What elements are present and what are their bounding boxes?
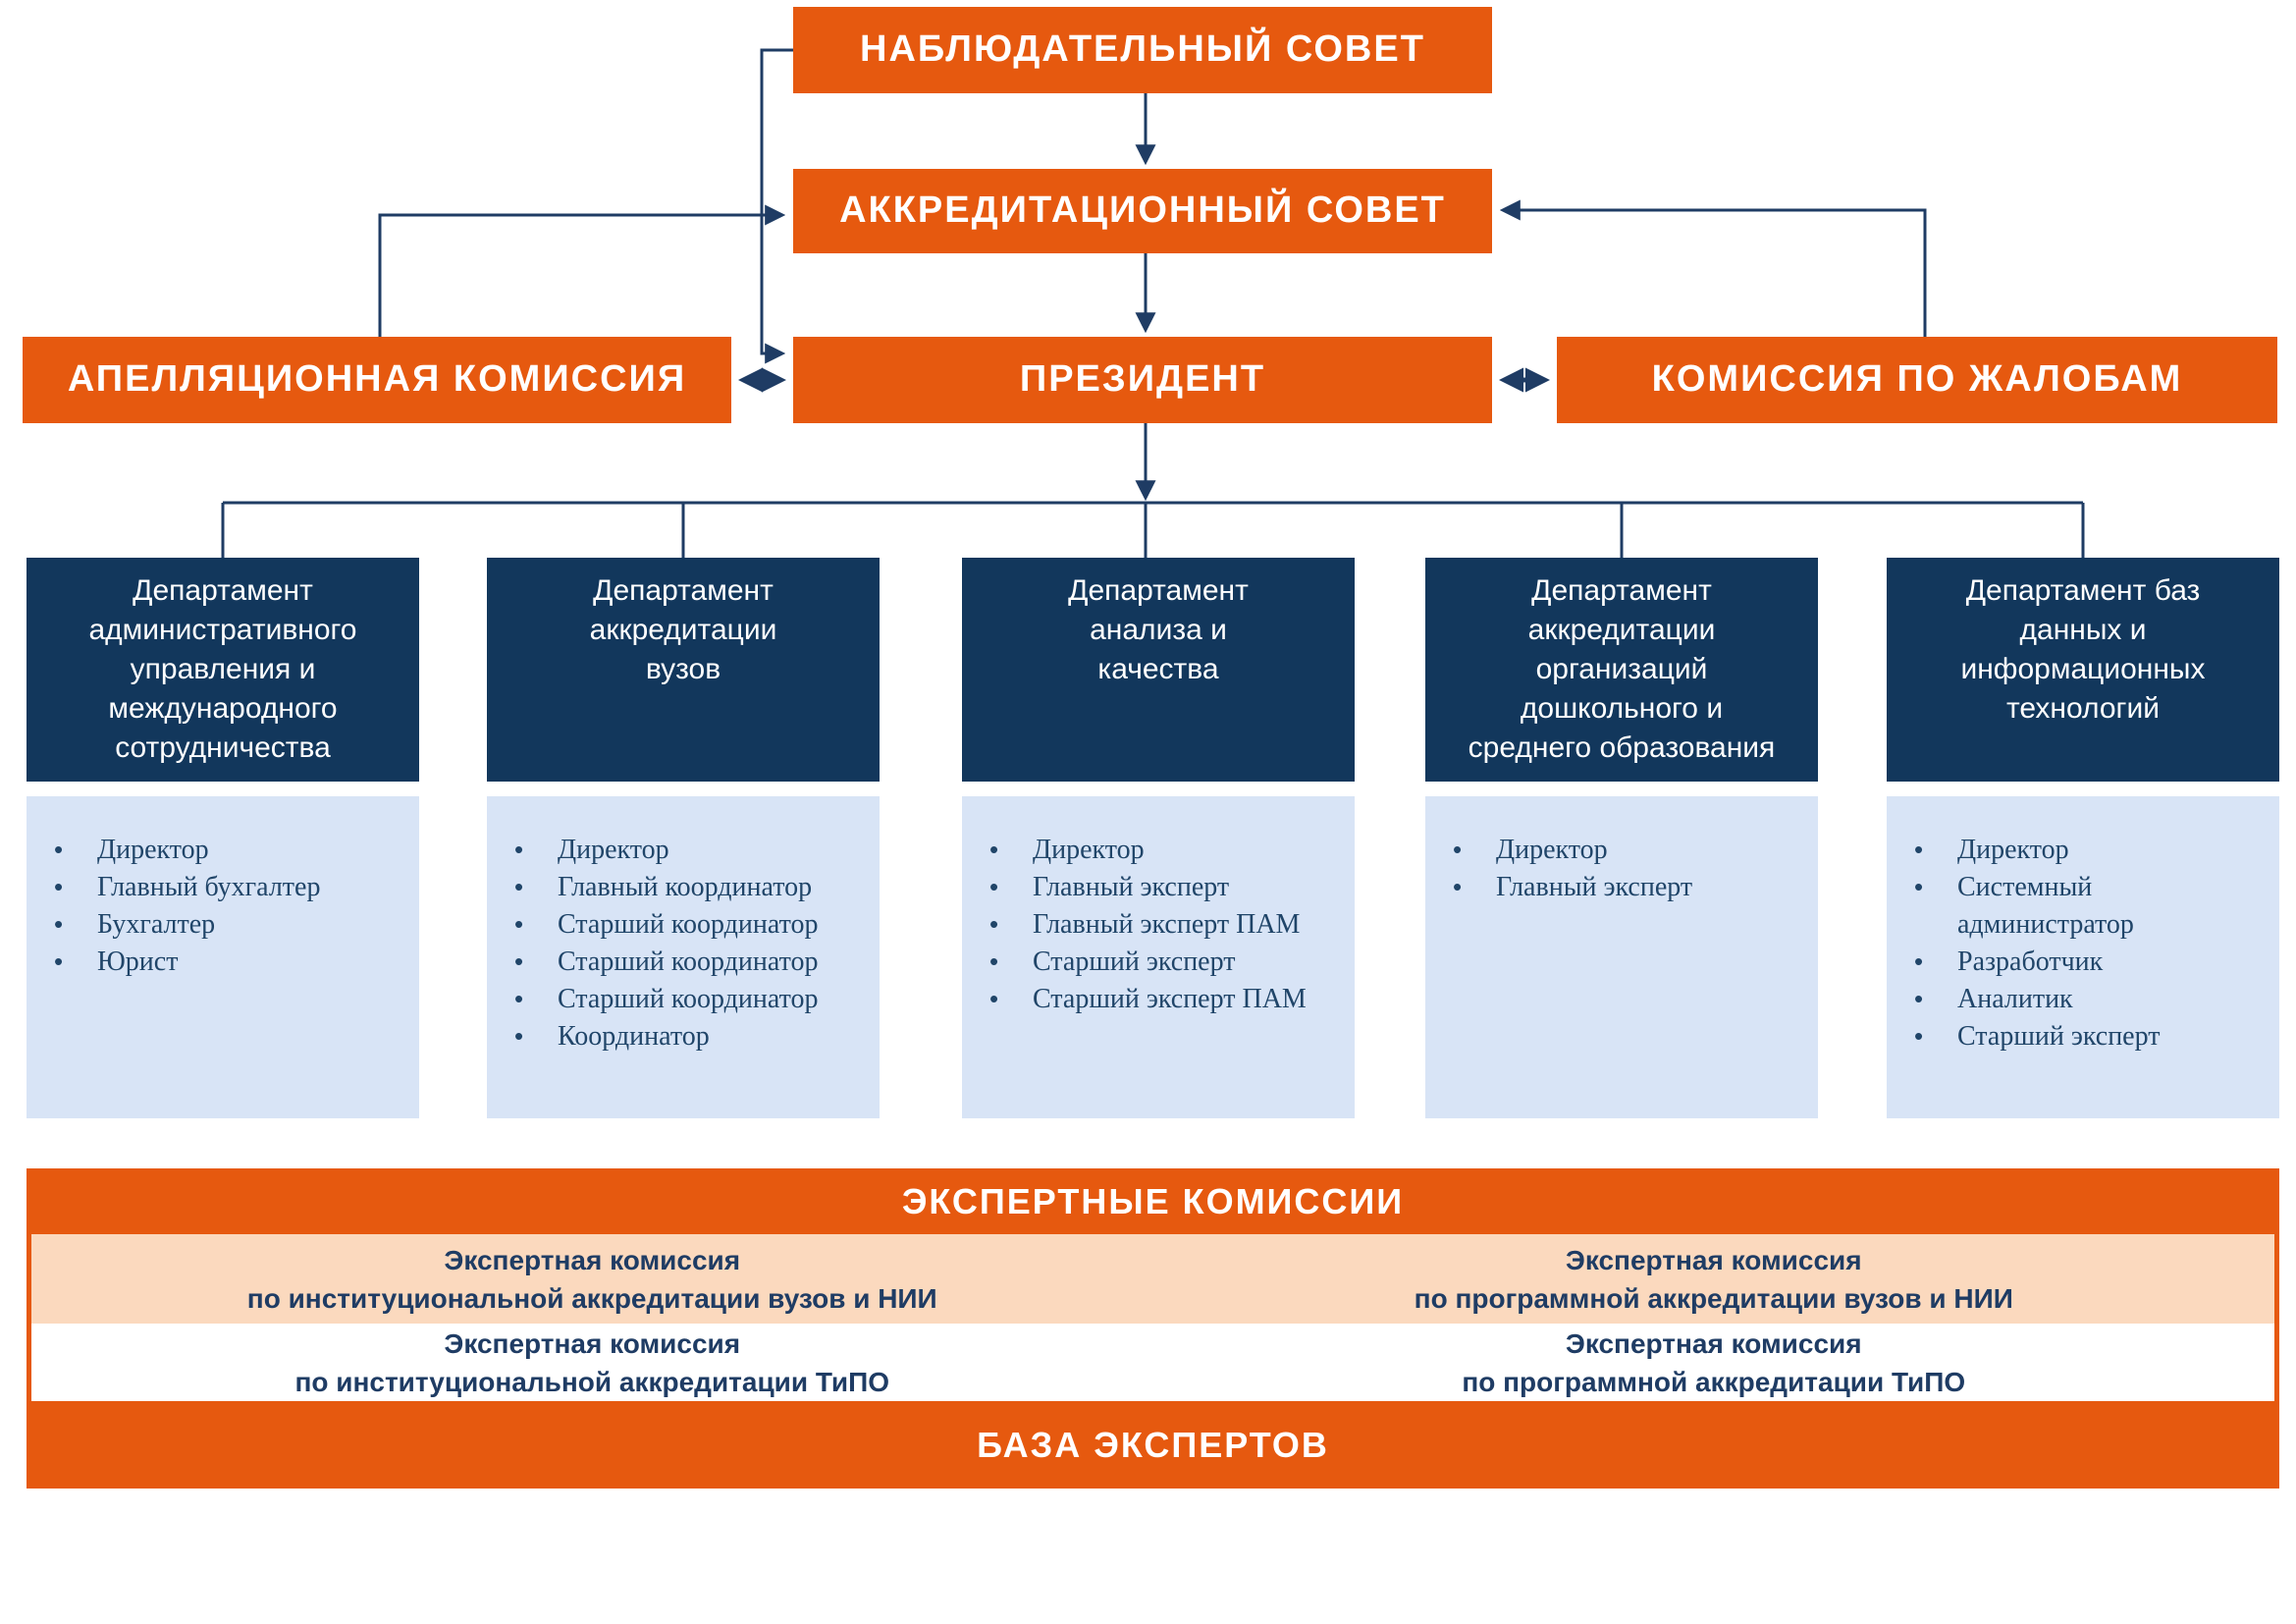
box-label: КОМИССИЯ ПО ЖАЛОБАМ <box>1651 358 2183 401</box>
expert-commission-institutional-tvet: Экспертная комиссия по институциональной… <box>31 1324 1153 1401</box>
dept-title-line: информационных <box>1960 653 2206 685</box>
box-label: АККРЕДИТАЦИОННЫЙ СОВЕТ <box>839 189 1446 232</box>
staff-item: Директор <box>514 831 866 869</box>
expert-commission-institutional-universities: Экспертная комиссия по институциональной… <box>31 1234 1153 1324</box>
dept-title-line: аккредитации <box>1527 614 1716 646</box>
box-accreditation-council: АККРЕДИТАЦИОННЫЙ СОВЕТ <box>793 169 1492 253</box>
dept-title-line: анализа и <box>1090 614 1227 646</box>
department-admin-international: Департамент административного управления… <box>27 558 419 1118</box>
staff-item: Директор <box>54 831 405 869</box>
dept-staff-list: Директор Главный бухгалтер Бухгалтер Юри… <box>27 796 419 1118</box>
dept-header: Департамент аккредитации организаций дош… <box>1425 558 1818 782</box>
staff-item: Системный администратор <box>1914 868 2266 944</box>
department-analysis-quality: Департамент анализа и качества Директор … <box>962 558 1355 1118</box>
dept-staff-list: Директор Главный эксперт <box>1425 796 1818 1118</box>
dept-title-line: данных и <box>2019 614 2147 646</box>
institutional-program-row-2: Экспертная комиссия по институциональной… <box>31 1324 2274 1401</box>
staff-item: Главный эксперт ПАМ <box>989 905 1341 944</box>
experts-base-title: БАЗА ЭКСПЕРТОВ <box>977 1424 1329 1465</box>
staff-item: Старший эксперт <box>1914 1017 2266 1056</box>
staff-item: Главный координатор <box>514 868 866 906</box>
institutional-program-row-1: Экспертная комиссия по институциональной… <box>31 1234 2274 1324</box>
staff-item: Директор <box>1914 831 2266 869</box>
department-school-accreditation: Департамент аккредитации организаций дош… <box>1425 558 1818 1118</box>
dept-title-line: среднего образования <box>1468 731 1776 764</box>
connector-appeal-to-accreditation <box>378 204 786 337</box>
dept-title-line: Департамент <box>593 574 774 607</box>
staff-item: Старший координатор <box>514 943 866 981</box>
commission-line: Экспертная комиссия <box>444 1244 741 1275</box>
commission-line: Экспертная комиссия <box>1565 1327 1862 1359</box>
department-databases-it: Департамент баз данных и информационных … <box>1887 558 2279 1118</box>
dept-staff-list: Директор Главный координатор Старший коо… <box>487 796 880 1118</box>
staff-item: Аналитик <box>1914 980 2266 1018</box>
expert-commission-program-universities: Экспертная комиссия по программной аккре… <box>1153 1234 2275 1324</box>
dept-title-line: Департамент <box>1531 574 1712 607</box>
staff-item: Координатор <box>514 1017 866 1056</box>
staff-item: Юрист <box>54 943 405 981</box>
expert-commission-program-tvet: Экспертная комиссия по программной аккре… <box>1153 1324 2275 1401</box>
staff-item: Главный бухгалтер <box>54 868 405 906</box>
staff-item: Разработчик <box>1914 943 2266 981</box>
staff-item: Старший эксперт ПАМ <box>989 980 1341 1018</box>
dept-title-line: Департамент баз <box>1965 574 2201 607</box>
box-label: ПРЕЗИДЕНТ <box>1019 358 1266 401</box>
dept-title-line: вузов <box>645 653 721 685</box>
dept-header: Департамент баз данных и информационных … <box>1887 558 2279 782</box>
department-university-accreditation: Департамент аккредитации вузов Директор … <box>487 558 880 1118</box>
staff-item: Директор <box>1453 831 1804 869</box>
connector-supervisory-to-president <box>760 48 793 364</box>
dept-title-line: качества <box>1097 653 1219 685</box>
commission-line: по институциональной аккредитации ТиПО <box>294 1366 890 1397</box>
dept-title-line: дошкольного и <box>1520 692 1724 725</box>
dept-staff-list: Директор Главный эксперт Главный эксперт… <box>962 796 1355 1118</box>
commission-line: Экспертная комиссия <box>1565 1244 1862 1275</box>
staff-item: Старший координатор <box>514 980 866 1018</box>
box-complaints-commission: КОМИССИЯ ПО ЖАЛОБАМ <box>1557 337 2277 423</box>
connector-complaints-to-accreditation <box>1499 199 1927 337</box>
staff-item: Старший эксперт <box>989 943 1341 981</box>
box-supervisory-council: НАБЛЮДАТЕЛЬНЫЙ СОВЕТ <box>793 7 1492 93</box>
commission-line: по программной аккредитации ТиПО <box>1462 1366 1966 1397</box>
staff-item: Старший координатор <box>514 905 866 944</box>
dept-title-line: технологий <box>2005 692 2160 725</box>
box-president: ПРЕЗИДЕНТ <box>793 337 1492 423</box>
dept-header: Департамент аккредитации вузов <box>487 558 880 782</box>
dept-title-line: организаций <box>1535 653 1708 685</box>
staff-item: Бухгалтер <box>54 905 405 944</box>
box-label: НАБЛЮДАТЕЛЬНЫЙ СОВЕТ <box>860 28 1425 71</box>
expert-commissions-title: ЭКСПЕРТНЫЕ КОМИССИИ <box>901 1180 1405 1221</box>
dept-title-line: управления и <box>130 653 316 685</box>
staff-item: Главный эксперт <box>989 868 1341 906</box>
dept-title-line: международного <box>108 692 338 725</box>
dept-title-line: административного <box>88 614 357 646</box>
box-appeal-commission: АПЕЛЛЯЦИОННАЯ КОМИССИЯ <box>23 337 731 423</box>
dept-title-line: Департамент <box>1068 574 1249 607</box>
commission-line: Экспертная комиссия <box>444 1327 741 1359</box>
box-label: АПЕЛЛЯЦИОННАЯ КОМИССИЯ <box>67 358 687 401</box>
dept-staff-list: Директор Системный администратор Разрабо… <box>1887 796 2279 1118</box>
dept-title-line: Департамент <box>133 574 313 607</box>
commission-line: по программной аккредитации вузов и НИИ <box>1414 1282 2013 1314</box>
staff-item: Директор <box>989 831 1341 869</box>
dept-title-line: аккредитации <box>589 614 777 646</box>
commission-line: по институциональной аккредитации вузов … <box>246 1282 937 1314</box>
expert-commissions-block: ЭКСПЕРТНЫЕ КОМИССИИ Экспертная комиссия … <box>27 1168 2279 1489</box>
dept-header: Департамент анализа и качества <box>962 558 1355 782</box>
dept-title-line: сотрудничества <box>115 731 331 764</box>
dept-header: Департамент административного управления… <box>27 558 419 782</box>
staff-item: Главный эксперт <box>1453 868 1804 906</box>
